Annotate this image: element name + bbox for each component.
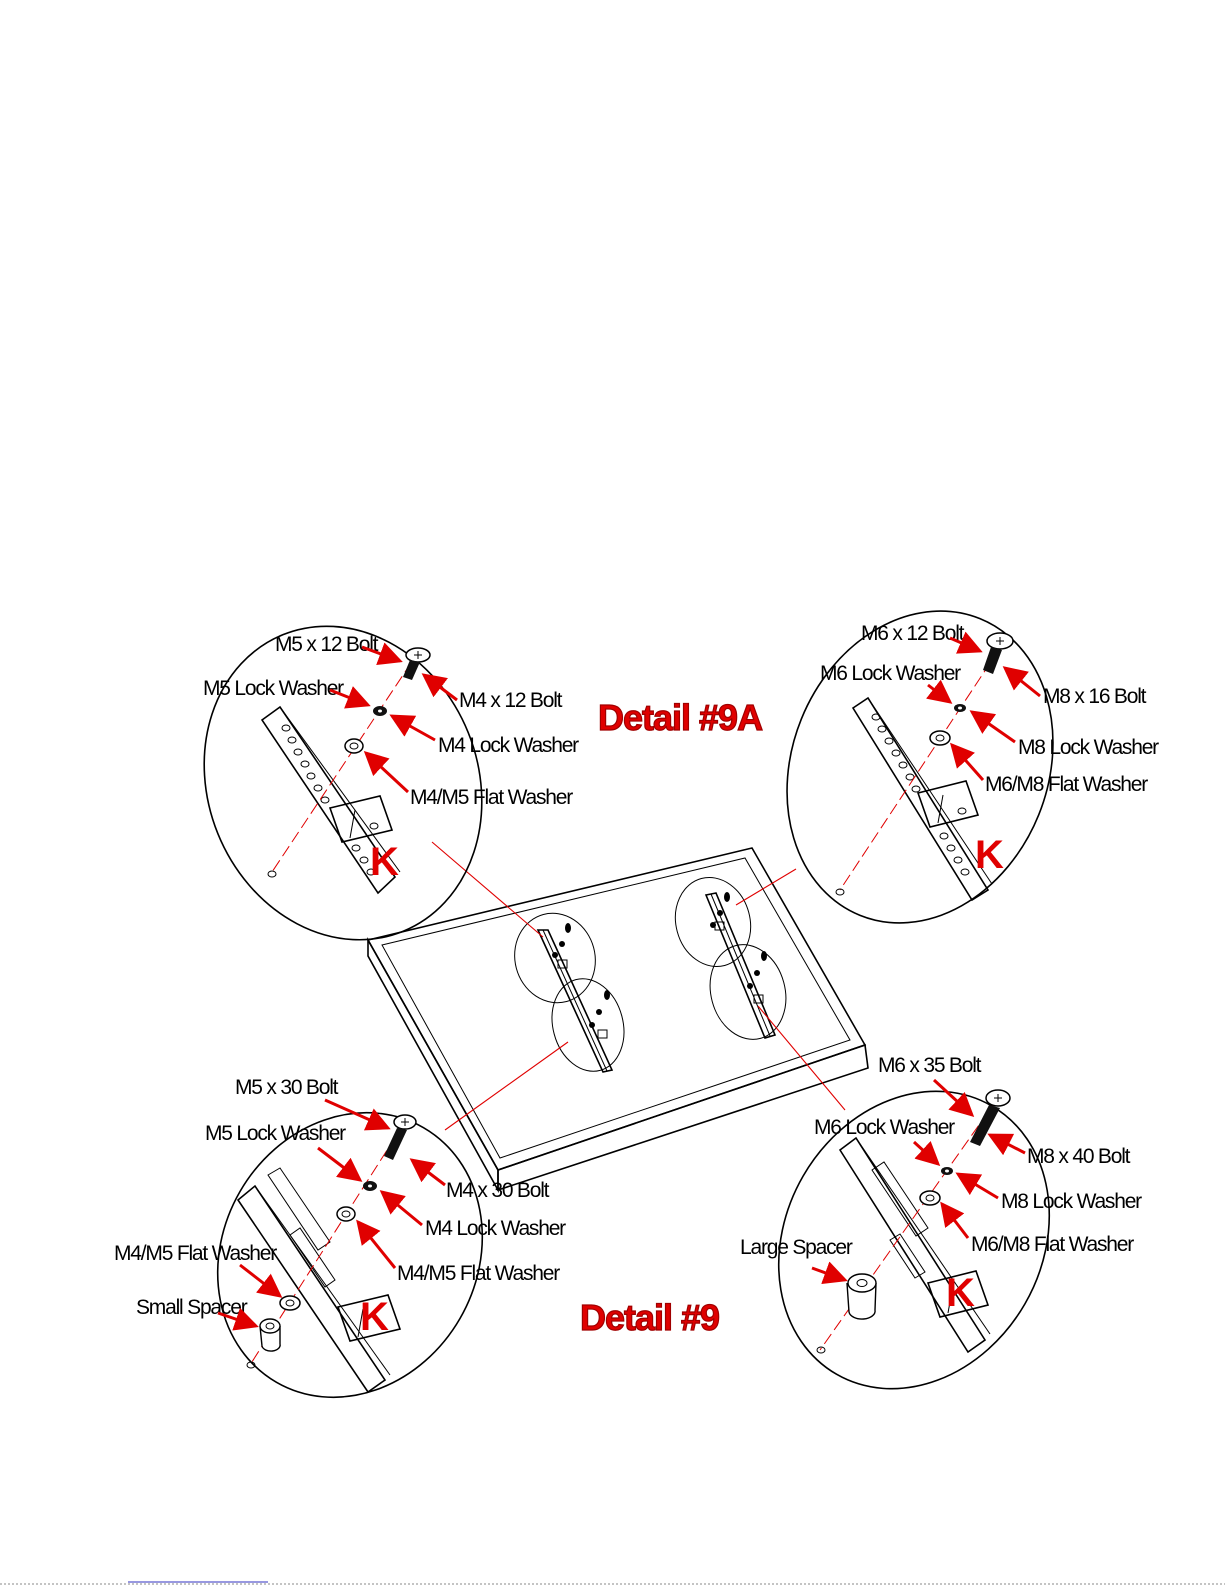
label-flat-washer-2: M4/M5 Flat Washer: [114, 1242, 277, 1265]
large-spacer-icon: [846, 1273, 877, 1320]
bracket: [336, 1294, 402, 1342]
mounting-rail: [851, 696, 993, 902]
label-flat-washer: M4/M5 Flat Washer: [410, 786, 573, 809]
label-bolt-b: M4 x 12 Bolt: [459, 689, 563, 712]
leader-bottom-right: [757, 1005, 846, 1111]
detail-9-title: Detail #9: [580, 1297, 719, 1338]
label-bolt-a: M5 x 30 Bolt: [235, 1076, 339, 1099]
label-flat-washer: M6/M8 Flat Washer: [985, 773, 1148, 796]
leader-bottom-left: [444, 1041, 569, 1131]
detail-circle-small-2: [551, 978, 625, 1072]
label-bolt-b: M8 x 16 Bolt: [1043, 685, 1147, 708]
label-flat-washer: M6/M8 Flat Washer: [971, 1233, 1134, 1256]
small-spacer-icon: [259, 1318, 281, 1352]
detail-9a-title: Detail #9A: [598, 697, 763, 738]
label-lock-b: M8 Lock Washer: [1001, 1190, 1142, 1213]
detail-circle-small-3: [674, 876, 752, 968]
rail-right-small: [704, 892, 777, 1039]
label-lock-a: M6 Lock Washer: [814, 1116, 955, 1139]
mount-hole: [835, 888, 845, 896]
label-lock-a: M6 Lock Washer: [820, 662, 961, 685]
label-small-spacer: Small Spacer: [136, 1296, 248, 1319]
label-lock-b: M4 Lock Washer: [438, 734, 579, 757]
flat-washer-icon: [919, 1190, 941, 1206]
mounting-rail: [838, 1136, 991, 1354]
label-lock-b: M8 Lock Washer: [1018, 736, 1159, 759]
lock-washer-icon: [373, 706, 387, 716]
lock-washer-icon: [941, 1167, 953, 1175]
leader-top-left: [431, 841, 544, 938]
bracket-mark-k: K: [360, 1295, 389, 1339]
mount-hole: [246, 1361, 256, 1369]
label-bolt-a: M6 x 35 Bolt: [878, 1054, 982, 1077]
lock-washer-icon: [954, 704, 966, 712]
flat-washer-icon: [929, 730, 951, 746]
flat-washer-icon-2: [279, 1295, 301, 1311]
detail-bubble-top-left: K M5 x 12 Bolt M5 Lock Washer M4 x 12 Bo…: [203, 625, 580, 941]
mounting-rail: [236, 1167, 391, 1394]
flat-washer-icon: [336, 1206, 356, 1222]
detail-bubble-top-right: K M6 x 12 Bolt M6 Lock Washer M8 x 16 Bo…: [786, 610, 1160, 924]
tv-back-plate: [366, 847, 869, 1194]
label-lock-a: M5 Lock Washer: [203, 677, 344, 700]
bracket-mark-k: K: [370, 840, 399, 884]
label-bolt-b: M8 x 40 Bolt: [1027, 1145, 1131, 1168]
bracket-mark-k: K: [975, 833, 1004, 877]
detail-bubble-bottom-right: K M6 x 35 Bolt M6 Lock Washer M8 x 40 Bo…: [740, 1054, 1143, 1390]
label-lock-b: M4 Lock Washer: [425, 1217, 566, 1240]
lock-washer-icon: [363, 1181, 377, 1191]
bracket-mark-k: K: [946, 1271, 975, 1315]
bolt-icon: [970, 1089, 1011, 1146]
detail-circle-small-1: [514, 912, 596, 1004]
label-flat-washer: M4/M5 Flat Washer: [397, 1262, 560, 1285]
label-bolt-b: M4 x 30 Bolt: [446, 1179, 550, 1202]
label-lock-a: M5 Lock Washer: [205, 1122, 346, 1145]
label-bolt-a: M6 x 12 Bolt: [861, 622, 965, 645]
label-bolt-a: M5 x 12 Bolt: [275, 633, 379, 656]
bolt-icon: [983, 632, 1014, 674]
bolt-icon: [384, 1114, 417, 1160]
label-large-spacer: Large Spacer: [740, 1236, 853, 1259]
bolt-icon: [403, 647, 431, 680]
flat-washer-icon: [344, 738, 364, 754]
detail-bubble-bottom-left: K M5 x 30 Bolt M5 Lock Washer M4 x 30 Bo…: [114, 1076, 567, 1399]
bracket: [328, 795, 394, 843]
bracket: [926, 1270, 990, 1318]
mount-hole: [267, 870, 277, 878]
mount-hole: [816, 1346, 826, 1354]
detail-circle-small-4: [709, 944, 787, 1040]
leader-top-right: [735, 868, 797, 906]
rail-left-small: [536, 929, 614, 1073]
bracket: [916, 780, 980, 828]
